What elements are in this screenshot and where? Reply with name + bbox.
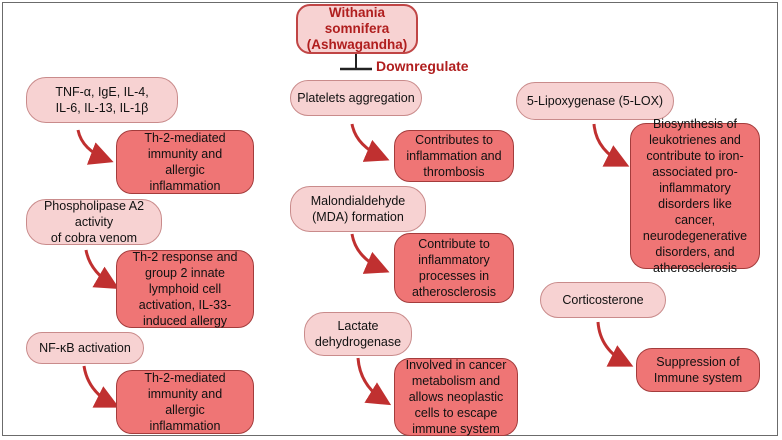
target-label: Lactate dehydrogenase — [314, 319, 402, 349]
effect-box-th2-allergy-2: Th-2-mediated immunity and allergic infl… — [116, 370, 254, 434]
target-label: TNF-α, IgE, IL-4, IL-6, IL-13, IL-1β — [55, 85, 149, 115]
target-label: Malondialdehyde (MDA) formation — [310, 194, 406, 224]
target-box-tnf: TNF-α, IgE, IL-4, IL-6, IL-13, IL-1β — [26, 77, 178, 123]
effect-label: Contributes to inflammation and thrombos… — [406, 133, 502, 179]
target-label: 5-Lipoxygenase (5-LOX) — [526, 94, 664, 108]
effect-label: Th-2-mediated immunity and allergic infl… — [144, 131, 226, 193]
effect-box-leukotrienes: Biosynthesis of leukotrienes and contrib… — [630, 117, 760, 275]
target-box-phospholipase: Phospholipase A2 activity of cobra venom — [26, 199, 162, 245]
effect-box-th2-ilc2: Th-2 response and group 2 innate lymphoi… — [116, 250, 254, 328]
arrow-col1-3 — [82, 365, 120, 408]
target-box-corticosterone: Corticosterone — [540, 282, 666, 318]
inhibition-symbol — [340, 54, 372, 71]
effect-box-th2-allergy-1: Th-2-mediated immunity and allergic infl… — [116, 130, 254, 194]
arrow-col3-2 — [596, 321, 634, 367]
arrow-col2-2 — [350, 233, 390, 274]
target-label: Corticosterone — [562, 293, 644, 307]
arrow-col2-1 — [350, 123, 390, 162]
target-label: Phospholipase A2 activity of cobra venom — [43, 199, 145, 245]
target-box-platelets: Platelets aggregation — [290, 80, 422, 116]
arrow-col2-3 — [356, 357, 392, 406]
effect-label: Contribute to inflammatory processes in … — [411, 237, 497, 299]
effect-label: Suppression of Immune system — [653, 355, 743, 385]
arrow-col1-1 — [76, 129, 114, 165]
target-label: NF-κB activation — [39, 341, 131, 355]
effect-box-immune-suppression: Suppression of Immune system — [636, 348, 760, 392]
target-label: Platelets aggregation — [297, 91, 415, 105]
effect-label: Biosynthesis of leukotrienes and contrib… — [642, 117, 748, 275]
effect-box-thrombosis: Contributes to inflammation and thrombos… — [394, 130, 514, 182]
plant-title-box: Withania somnifera (Ashwagandha) — [296, 4, 418, 54]
effect-box-atherosclerosis: Contribute to inflammatory processes in … — [394, 233, 514, 303]
arrow-col3-1 — [592, 123, 630, 167]
downregulate-label: Downregulate — [376, 58, 469, 74]
target-box-nfkb: NF-κB activation — [26, 332, 144, 364]
target-box-mda: Malondialdehyde (MDA) formation — [290, 186, 426, 232]
figure-frame — [2, 2, 778, 436]
arrow-col1-2 — [84, 249, 120, 290]
effect-label: Th-2 response and group 2 innate lymphoi… — [132, 250, 238, 328]
effect-label: Involved in cancer metabolism and allows… — [405, 358, 507, 436]
effect-box-cancer-metabolism: Involved in cancer metabolism and allows… — [394, 358, 518, 436]
target-box-5lox: 5-Lipoxygenase (5-LOX) — [516, 82, 674, 120]
target-box-lactate: Lactate dehydrogenase — [304, 312, 412, 356]
plant-title: Withania somnifera (Ashwagandha) — [306, 5, 408, 52]
effect-label: Th-2-mediated immunity and allergic infl… — [144, 371, 226, 433]
